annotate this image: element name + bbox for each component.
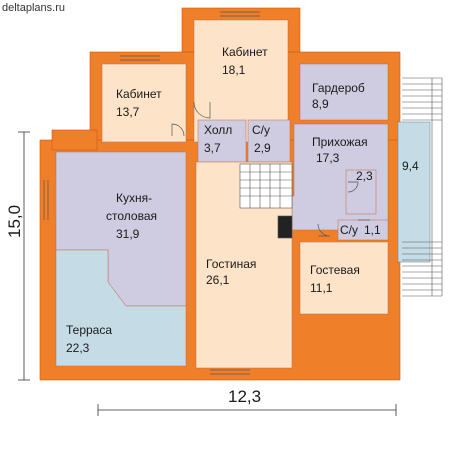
label-holl: Холл bbox=[204, 123, 232, 137]
label-kuhnya-2: столовая bbox=[106, 209, 157, 223]
area-su-small: 2,9 bbox=[254, 141, 271, 155]
area-closet: 2,3 bbox=[356, 169, 373, 183]
label-terrasa: Терраса bbox=[66, 323, 112, 337]
window-marks bbox=[43, 11, 260, 375]
area-holl: 3,7 bbox=[204, 141, 221, 155]
room-garderob bbox=[299, 63, 389, 121]
area-gostevaya: 11,1 bbox=[310, 281, 333, 295]
label-kuhnya-1: Кухня- bbox=[116, 191, 152, 205]
dimension-width: 12,3 bbox=[97, 387, 397, 416]
area-garderob: 8,9 bbox=[312, 97, 329, 111]
width-label: 12,3 bbox=[228, 387, 261, 406]
label-kabinet-left: Кабинет bbox=[116, 87, 162, 101]
area-prihozhaya: 17,3 bbox=[316, 151, 340, 165]
room-holl bbox=[197, 119, 247, 163]
room-closet bbox=[345, 169, 377, 215]
room-terrasa bbox=[55, 249, 187, 367]
label-gostevaya: Гостевая bbox=[310, 263, 360, 277]
label-kabinet-top: Кабинет bbox=[222, 45, 268, 59]
door-arcs bbox=[171, 101, 370, 237]
area-kabinet-left: 13,7 bbox=[116, 105, 140, 119]
area-su-entry: 1,1 bbox=[364, 223, 381, 237]
height-label: 15,0 bbox=[5, 205, 24, 238]
dimension-height: 15,0 bbox=[5, 131, 30, 381]
room-gostevaya bbox=[299, 241, 389, 315]
area-terrasa: 22,3 bbox=[66, 341, 90, 355]
area-kabinet-top: 18,1 bbox=[222, 63, 246, 77]
site-watermark: deltaplans.ru bbox=[2, 2, 65, 14]
staircase bbox=[239, 163, 293, 239]
area-gostinaya: 26,1 bbox=[206, 273, 230, 287]
label-gostinaya: Гостиная bbox=[206, 257, 256, 271]
label-su-small: С/у bbox=[252, 123, 270, 137]
label-garderob: Гардероб bbox=[312, 81, 365, 95]
area-kuhnya: 31,9 bbox=[116, 227, 140, 241]
label-su-entry: С/у bbox=[340, 223, 358, 237]
label-prihozhaya: Прихожая bbox=[312, 135, 368, 149]
veranda bbox=[397, 77, 443, 297]
room-labels: Кабинет 18,1 Кабинет 13,7 Гардероб 8,9 Х… bbox=[66, 45, 419, 355]
room-su-small bbox=[247, 119, 291, 163]
area-veranda: 9,4 bbox=[402, 159, 419, 173]
room-kabinet-left bbox=[101, 63, 187, 143]
